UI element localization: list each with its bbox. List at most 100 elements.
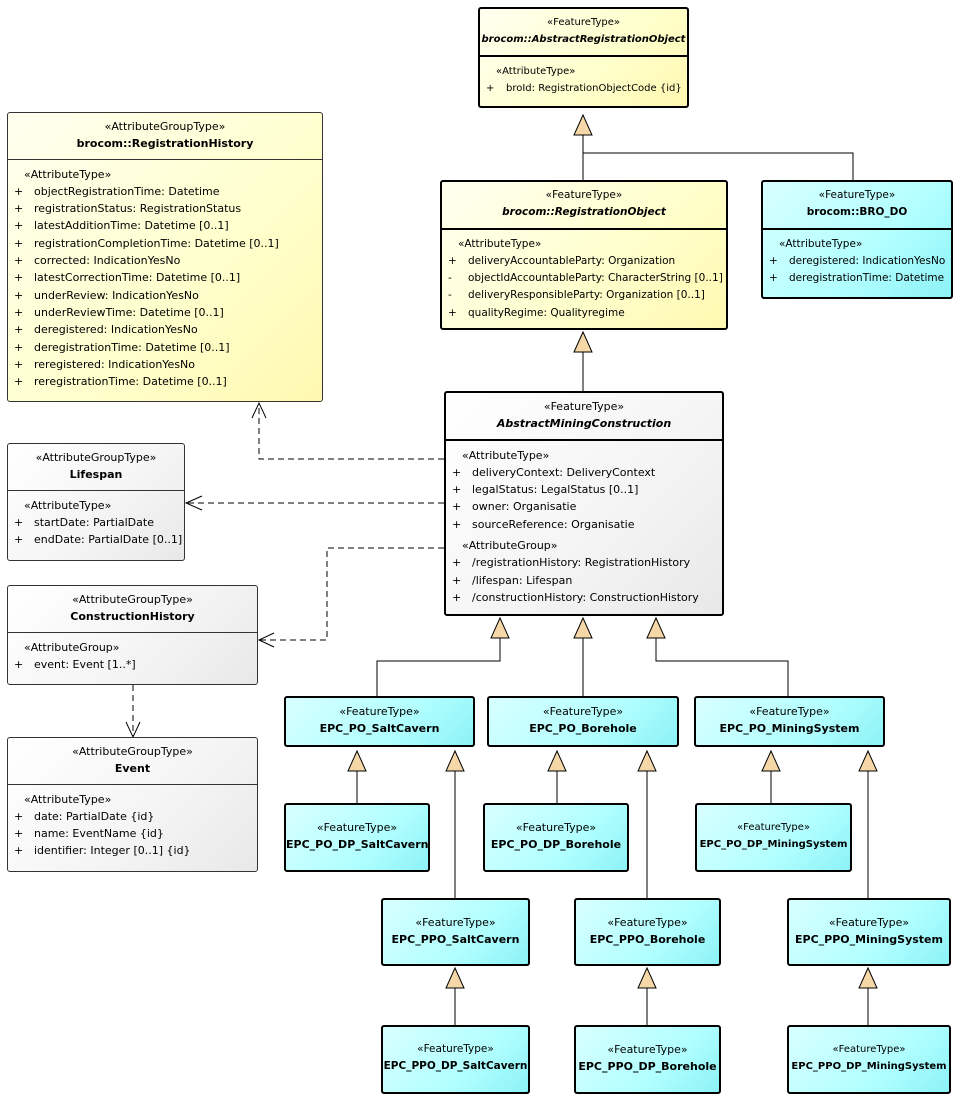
attribute-text: underReviewTime: Datetime [0..1] [34, 305, 224, 319]
visibility-marker: + [452, 500, 462, 514]
class-bro-do[interactable]: «FeatureType»brocom::BRO_DO«AttributeTyp… [761, 180, 953, 299]
attribute-row[interactable]: +identifier: Integer [0..1] {id} [12, 842, 253, 859]
attribute-row[interactable]: -deliveryResponsibleParty: Organization … [446, 287, 722, 304]
attribute-row[interactable]: +legalStatus: LegalStatus [0..1] [450, 481, 718, 498]
attribute-row[interactable]: +underReviewTime: Datetime [0..1] [12, 304, 318, 321]
visibility-marker: + [14, 236, 24, 250]
class-name: Lifespan [69, 468, 123, 482]
class-epc-ppo-saltcavern[interactable]: «FeatureType»EPC_PPO_SaltCavern [381, 898, 530, 966]
class-event[interactable]: «AttributeGroupType»Event«AttributeType»… [7, 737, 258, 872]
class-epc-po-saltcavern[interactable]: «FeatureType»EPC_PO_SaltCavern [284, 696, 475, 747]
visibility-marker: + [452, 517, 462, 531]
stereotype-label: «FeatureType» [547, 17, 620, 28]
attribute-row[interactable]: +deregistered: IndicationYesNo [12, 321, 318, 338]
class-lifespan[interactable]: «AttributeGroupType»Lifespan«AttributeTy… [7, 443, 185, 561]
attribute-row[interactable]: +event: Event [1..*] [12, 656, 253, 673]
class-header: «FeatureType»EPC_PPO_Borehole [576, 900, 719, 955]
attribute-row[interactable]: + /constructionHistory: ConstructionHisto… [450, 589, 718, 606]
attribute-row[interactable]: +deliveryContext: DeliveryContext [450, 464, 718, 481]
class-epc-ppo-dp-miningsystem[interactable]: «FeatureType»EPC_PPO_DP_MiningSystem [787, 1025, 951, 1094]
attribute-row[interactable]: +deliveryAccountableParty: Organization [446, 253, 722, 270]
attribute-row[interactable]: +latestAdditionTime: Datetime [0..1] [12, 217, 318, 234]
attribute-row[interactable]: +name: EventName {id} [12, 825, 253, 842]
attribute-group-label: «AttributeType» [24, 498, 112, 512]
attribute-row[interactable]: +reregistered: IndicationYesNo [12, 356, 318, 373]
class-epc-po-dp-borehole[interactable]: «FeatureType»EPC_PO_DP_Borehole [483, 803, 629, 872]
attribute-text: corrected: IndicationYesNo [34, 254, 181, 268]
class-epc-ppo-borehole[interactable]: «FeatureType»EPC_PPO_Borehole [574, 898, 721, 966]
class-registration-object[interactable]: «FeatureType»brocom::RegistrationObject«… [440, 180, 728, 330]
class-epc-ppo-dp-borehole[interactable]: «FeatureType»EPC_PPO_DP_Borehole [574, 1025, 721, 1094]
class-attributes: «AttributeGroup»+event: Event [1..*] [8, 633, 257, 674]
class-name: AbstractMiningConstruction [496, 417, 672, 431]
attribute-row[interactable]: +/registrationHistory: RegistrationHisto… [450, 554, 718, 571]
generalization-arrow [347, 749, 367, 772]
class-epc-ppo-miningsystem[interactable]: «FeatureType»EPC_PPO_MiningSystem [787, 898, 951, 966]
attribute-text: startDate: PartialDate [34, 515, 154, 529]
visibility-marker: + [14, 657, 24, 671]
visibility-marker: + [486, 82, 495, 94]
visibility-marker: + [14, 533, 24, 547]
visibility-marker: + [14, 375, 24, 389]
attribute-row[interactable]: +latestCorrectionTime: Datetime [0..1] [12, 269, 318, 286]
visibility-marker: + [452, 556, 462, 570]
class-header: «FeatureType»EPC_PPO_SaltCavern [383, 900, 528, 955]
class-header: «FeatureType»brocom::RegistrationObject [442, 182, 726, 230]
class-epc-po-borehole[interactable]: «FeatureType»EPC_PO_Borehole [487, 696, 679, 747]
visibility-marker: + [14, 323, 24, 337]
generalization-arrow [547, 749, 567, 772]
attribute-row[interactable]: +sourceReference: Organisatie [450, 516, 718, 533]
attribute-row[interactable]: +startDate: PartialDate [12, 514, 180, 531]
visibility-marker: + [452, 590, 462, 604]
attribute-row[interactable]: +deregistrationTime: Datetime [767, 270, 947, 287]
class-name: brocom::RegistrationHistory [76, 137, 254, 151]
class-epc-ppo-dp-saltcavern[interactable]: «FeatureType»EPC_PPO_DP_SaltCavern [381, 1025, 530, 1094]
class-header: «FeatureType»EPC_PO_DP_Borehole [485, 805, 627, 860]
stereotype-label: «FeatureType» [515, 821, 597, 834]
attribute-row[interactable]: +endDate: PartialDate [0..1] [12, 531, 182, 548]
class-registration-history[interactable]: «AttributeGroupType»brocom::Registration… [7, 112, 323, 402]
generalization-arrow [573, 330, 593, 353]
attribute-row[interactable]: +deregistered: IndicationYesNo [767, 253, 947, 270]
attribute-group-label: «AttributeType» [458, 237, 542, 250]
attribute-text: broId: RegistrationObjectCode {id} [506, 82, 682, 94]
generalization-po-miningsystem [655, 638, 789, 696]
class-epc-po-miningsystem[interactable]: «FeatureType»EPC_PO_MiningSystem [694, 696, 885, 747]
attribute-text: /constructionHistory: ConstructionHistor… [472, 590, 699, 604]
stereotype-label: «FeatureType» [542, 705, 624, 718]
class-name: brocom::BRO_DO [806, 206, 908, 219]
class-name: EPC_PO_DP_SaltCavern [286, 838, 429, 852]
class-abstract-registration-object[interactable]: «FeatureType»brocom::AbstractRegistratio… [478, 7, 689, 108]
attribute-row[interactable]: +deregistrationTime: Datetime [0..1] [12, 339, 318, 356]
attribute-text: owner: Organisatie [472, 500, 577, 514]
attribute-row[interactable]: +registrationStatus: RegistrationStatus [12, 200, 318, 217]
stereotype-label: «FeatureType» [818, 189, 896, 201]
class-construction-history[interactable]: «AttributeGroupType»ConstructionHistory«… [7, 585, 258, 685]
generalization-arrow [637, 749, 657, 772]
class-header: «FeatureType»EPC_PO_DP_MiningSystem [697, 805, 850, 860]
attribute-row[interactable]: + broId: RegistrationObjectCode {id} [484, 80, 683, 97]
attribute-row[interactable]: +/lifespan: Lifespan [450, 572, 718, 589]
attribute-row[interactable]: +date: PartialDate {id} [12, 808, 253, 825]
class-epc-po-dp-saltcavern[interactable]: «FeatureType»EPC_PO_DP_SaltCavern [284, 803, 430, 872]
attribute-row[interactable]: +reregistrationTime: Datetime [0..1] [12, 373, 318, 390]
attribute-row[interactable]: +underReview: IndicationYesNo [12, 287, 318, 304]
attribute-row[interactable]: +corrected: IndicationYesNo [12, 252, 318, 269]
attribute-row[interactable]: +qualityRegime: Qualityregime [446, 305, 722, 322]
attribute-text: deliveryContext: DeliveryContext [472, 465, 656, 479]
attribute-row[interactable]: +registrationCompletionTime: Datetime [0… [12, 235, 318, 252]
class-header: «FeatureType»EPC_PPO_DP_MiningSystem [789, 1027, 949, 1082]
class-attributes: «AttributeType»+objectRegistrationTime: … [8, 160, 322, 391]
visibility-marker: + [452, 573, 462, 587]
dependency-arrowhead [257, 632, 275, 648]
class-abstract-mining-construction[interactable]: «FeatureType»AbstractMiningConstruction«… [444, 391, 724, 616]
attribute-text: date: PartialDate {id} [34, 809, 155, 823]
generalization-arrow [445, 966, 465, 989]
stereotype-label: «FeatureType» [543, 400, 625, 413]
class-name: EPC_PPO_DP_Borehole [578, 1060, 717, 1074]
attribute-row[interactable]: -objectIdAccountableParty: CharacterStri… [446, 270, 723, 287]
visibility-marker: + [14, 844, 24, 858]
class-epc-po-dp-miningsystem[interactable]: «FeatureType»EPC_PO_DP_MiningSystem [695, 803, 852, 872]
attribute-row[interactable]: + owner: Organisatie [450, 498, 718, 515]
attribute-row[interactable]: +objectRegistrationTime: Datetime [12, 183, 318, 200]
